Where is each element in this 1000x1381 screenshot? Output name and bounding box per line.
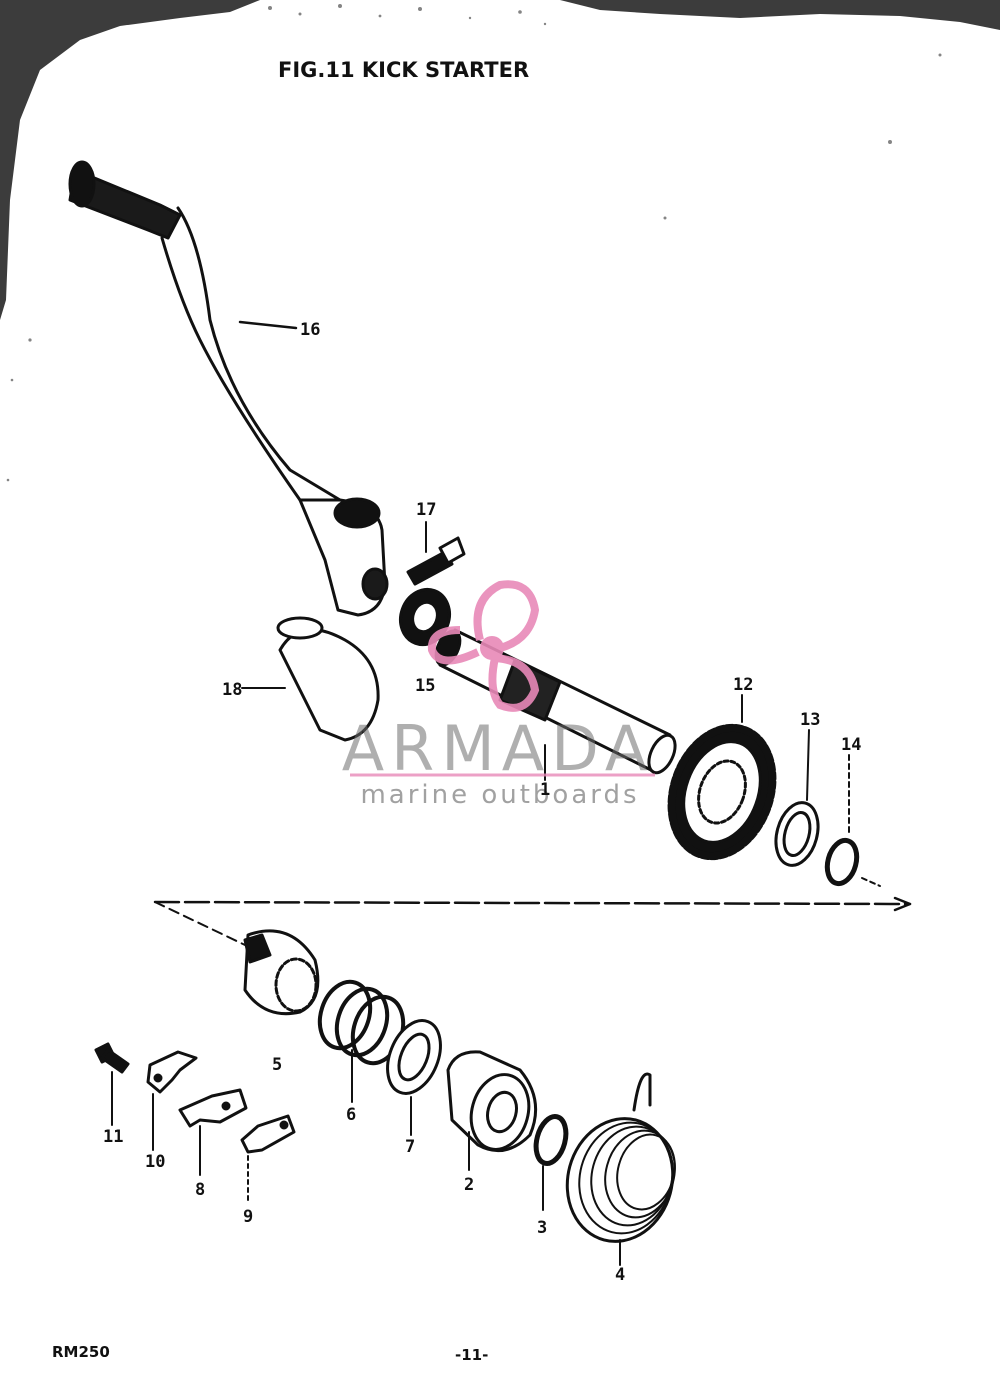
callout-7: 7	[405, 1137, 416, 1157]
pawl-9-part	[240, 1114, 296, 1201]
callout-1: 1	[540, 780, 551, 800]
figure-title: FIG.11 KICK STARTER	[278, 58, 530, 82]
watermark-tagline: marine outboards	[360, 780, 640, 810]
callout-10: 10	[145, 1152, 166, 1172]
callout-4: 4	[615, 1265, 626, 1285]
washer-7-part	[386, 1019, 442, 1136]
gear-12-part	[667, 694, 777, 861]
callout-14: 14	[841, 735, 862, 755]
model-label: RM250	[52, 1343, 110, 1361]
callout-16: 16	[300, 320, 321, 340]
callout-6: 6	[346, 1105, 357, 1125]
ratchet-5-part	[243, 929, 320, 1016]
callout-18: 18	[222, 680, 243, 700]
watermark-brand: ARMADA	[341, 712, 655, 785]
bolt-17-part	[406, 521, 466, 586]
guide-18-part	[241, 616, 380, 742]
watermark-propeller-icon	[427, 580, 540, 712]
callout-5: 5	[272, 1055, 283, 1075]
callout-12: 12	[733, 675, 754, 695]
screw-11-part	[94, 1042, 130, 1126]
plate-10-part	[146, 1050, 198, 1151]
callout-3: 3	[537, 1218, 548, 1238]
circlip-3-part	[533, 1114, 569, 1211]
washer-13-part	[774, 729, 820, 867]
stopper-8-part	[178, 1088, 248, 1176]
spring-6-part	[317, 979, 406, 1103]
callout-17: 17	[416, 500, 437, 520]
callout-2: 2	[464, 1175, 475, 1195]
guide-2-part	[446, 1050, 538, 1171]
callout-15: 15	[415, 676, 436, 696]
callout-13: 13	[800, 710, 821, 730]
callout-9: 9	[243, 1207, 254, 1227]
callout-11: 11	[103, 1127, 124, 1147]
kick-lever-part	[68, 160, 389, 617]
callout-8: 8	[195, 1180, 206, 1200]
page-number: -11-	[455, 1346, 489, 1364]
kick-spring-4-part	[565, 1072, 676, 1266]
circlip-14-part	[824, 754, 860, 887]
